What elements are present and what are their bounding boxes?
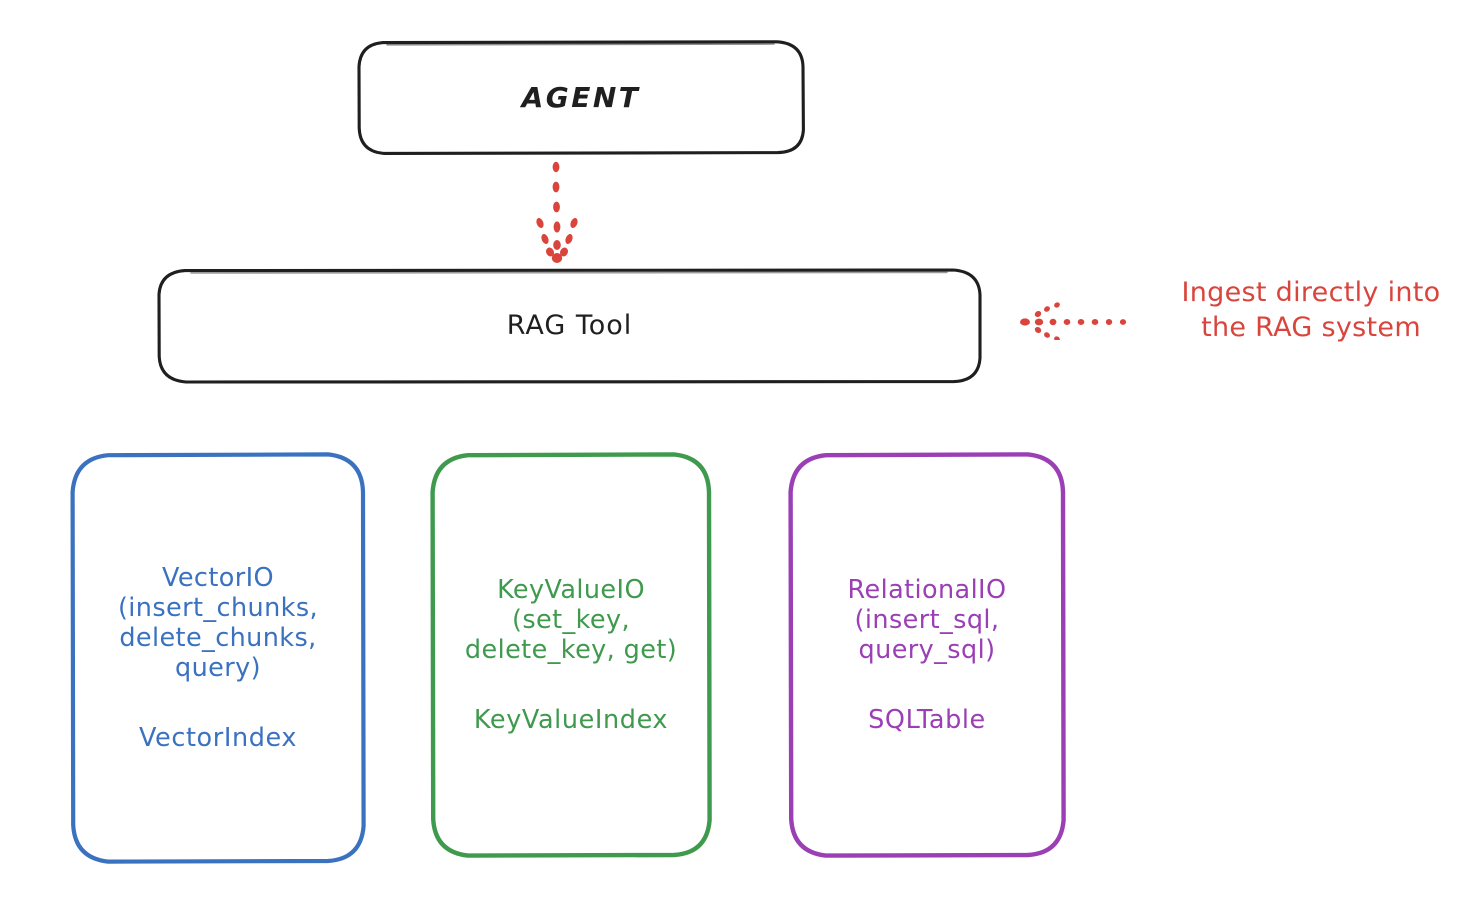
ingest-to-rag-tool-arrow-icon (1020, 302, 1127, 340)
node-key-value-io-label: KeyValueIO (set_key, delete_key, get) (464, 574, 678, 666)
node-agent[interactable]: AGENT (357, 40, 805, 155)
ingest-annotation: Ingest directly into the RAG system (1020, 276, 1480, 368)
node-relational-io[interactable]: RelationalIO (insert_sql, query_sql) SQL… (788, 452, 1066, 858)
node-rag-tool[interactable]: RAG Tool (157, 268, 982, 384)
node-relational-io-sublabel: SQLTable (868, 705, 986, 736)
ingest-annotation-text: Ingest directly into the RAG system (1181, 277, 1441, 343)
agent-to-rag-tool-arrow-icon (536, 161, 578, 263)
node-key-value-io[interactable]: KeyValueIO (set_key, delete_key, get) Ke… (430, 452, 712, 858)
node-relational-io-label: RelationalIO (insert_sql, query_sql) (847, 574, 1007, 666)
node-rag-tool-label: RAG Tool (506, 310, 633, 342)
node-agent-label: AGENT (521, 80, 641, 114)
node-vector-io[interactable]: VectorIO (insert_chunks, delete_chunks, … (70, 452, 366, 864)
node-vector-io-sublabel: VectorIndex (138, 723, 298, 754)
node-vector-io-label: VectorIO (insert_chunks, delete_chunks, … (117, 562, 319, 684)
node-key-value-io-sublabel: KeyValueIndex (473, 705, 669, 736)
